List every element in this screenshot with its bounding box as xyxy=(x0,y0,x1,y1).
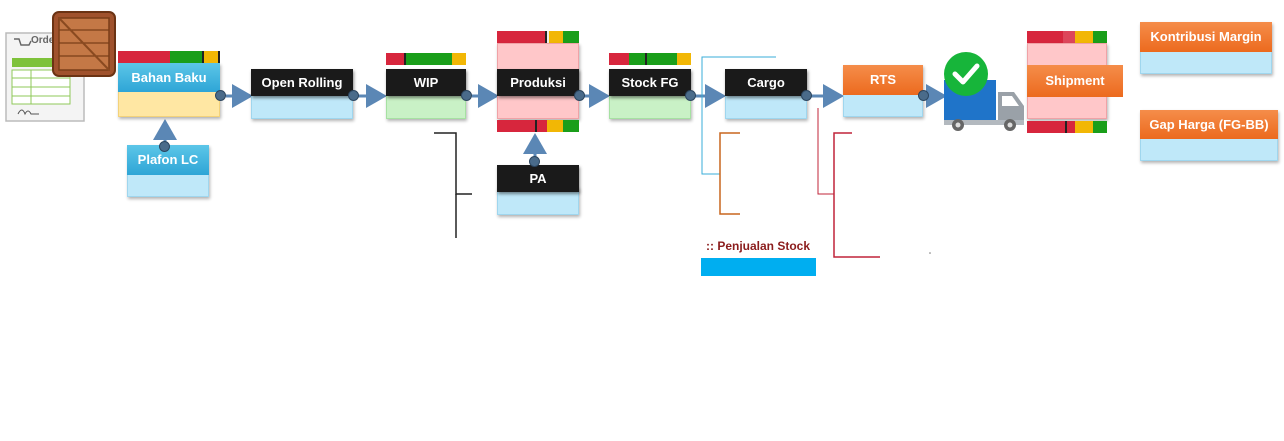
bracket-stock-fg-top xyxy=(701,56,776,175)
node-cargo[interactable]: Cargo xyxy=(725,69,807,119)
gap-harga-header: Gap Harga (FG-BB) xyxy=(1140,110,1278,139)
node-gap-harga[interactable]: Gap Harga (FG-BB) xyxy=(1140,110,1278,161)
pa-header: PA xyxy=(497,165,579,192)
bracket-rts xyxy=(833,132,852,258)
produksi-header: Produksi xyxy=(497,69,579,96)
node-rts[interactable]: RTS xyxy=(843,65,923,117)
node-pa[interactable]: PA xyxy=(497,165,579,215)
node-wip[interactable]: WIP xyxy=(386,69,466,119)
check-circle-icon xyxy=(943,51,989,97)
plafon-lc-header: Plafon LC xyxy=(127,145,209,175)
open-rolling-header: Open Rolling xyxy=(251,69,353,96)
status-bar-produksi-bottom xyxy=(497,120,579,132)
status-bar-produksi-top xyxy=(497,31,579,43)
status-bar-wip xyxy=(386,53,466,65)
dot-mark xyxy=(929,252,931,254)
status-bar-shipment-bottom xyxy=(1027,121,1107,133)
node-plafon-lc[interactable]: Plafon LC xyxy=(127,145,209,197)
node-shipment[interactable]: Shipment xyxy=(1027,43,1123,119)
bracket-cargo xyxy=(719,132,740,215)
cargo-header: Cargo xyxy=(725,69,807,96)
wooden-crate-icon xyxy=(50,9,118,79)
connector-dot-open-rolling xyxy=(348,90,359,101)
connector-dot-produksi xyxy=(574,90,585,101)
connector-dot-plafon-lc xyxy=(159,141,170,152)
wip-header: WIP xyxy=(386,69,466,96)
kontribusi-margin-header: Kontribusi Margin xyxy=(1140,22,1272,52)
bahan-baku-header: Bahan Baku xyxy=(118,63,220,92)
stock-fg-header: Stock FG xyxy=(609,69,691,96)
order-form-icon: Order xyxy=(4,30,88,123)
node-produksi[interactable]: Produksi xyxy=(497,43,579,119)
node-open-rolling[interactable]: Open Rolling xyxy=(251,69,353,119)
rts-header: RTS xyxy=(843,65,923,95)
node-stock-fg[interactable]: Stock FG xyxy=(609,69,691,119)
connector-dot-wip xyxy=(461,90,472,101)
status-bar-shipment-top xyxy=(1027,31,1107,43)
status-bar-stock-fg xyxy=(609,53,691,65)
node-kontribusi-margin[interactable]: Kontribusi Margin xyxy=(1140,22,1272,74)
penjualan-stock-bar[interactable] xyxy=(701,258,816,276)
connector-dot-bahan-baku xyxy=(215,90,226,101)
order-label: Order xyxy=(31,35,59,46)
connector-dot-cargo xyxy=(801,90,812,101)
bracket-rts-inner xyxy=(817,108,834,195)
shipment-header: Shipment xyxy=(1027,65,1123,97)
status-bar-bahan-baku xyxy=(118,51,220,63)
bracket-wip xyxy=(434,132,472,195)
connector-dot-rts xyxy=(918,90,929,101)
penjualan-stock-label: :: Penjualan Stock xyxy=(706,239,811,253)
node-bahan-baku[interactable]: Bahan Baku xyxy=(118,63,220,117)
connector-dot-stock-fg xyxy=(685,90,696,101)
connector-dot-pa xyxy=(529,156,540,167)
